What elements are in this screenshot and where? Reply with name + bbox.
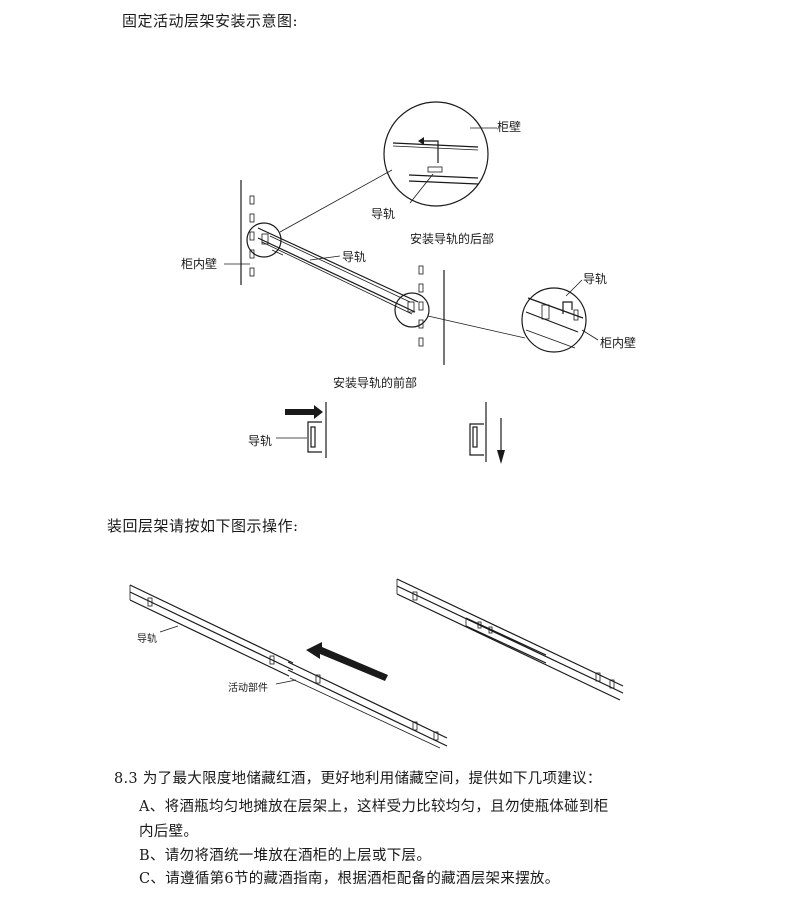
section-8-3-intro: 8.3 为了最大限度地储藏红酒，更好地利用储藏空间，提供如下几项建议： xyxy=(114,771,602,787)
label-rail-back-install: 安装导轨的后部 xyxy=(410,232,495,246)
label-inner-wall-left: 柜内壁 xyxy=(181,257,218,271)
item-b: B、请勿将酒统一堆放在酒柜的上层或下层。 xyxy=(139,848,432,864)
label-cabinet-wall-top: 柜壁 xyxy=(497,120,522,134)
label-rail-reinstall: 导轨 xyxy=(137,634,157,645)
item-c: C、请遵循第6节的藏酒指南，根据酒柜配备的藏酒层架来摆放。 xyxy=(139,871,560,887)
label-inner-wall-right: 柜内壁 xyxy=(600,336,637,350)
section-heading-reinstall: 装回层架请按如下图示操作: xyxy=(107,517,299,535)
label-rail-front-install: 安装导轨的前部 xyxy=(333,376,418,390)
label-rail-mid: 导轨 xyxy=(342,250,367,264)
label-rail-right: 导轨 xyxy=(583,272,608,286)
label-moving-part: 活动部件 xyxy=(228,683,268,694)
rail-install-diagram xyxy=(224,101,599,464)
item-a-line1: A、将酒瓶均匀地摊放在层架上，这样受力比较均匀，且勿使瓶体碰到柜 xyxy=(139,799,609,815)
label-rail-bottom: 导轨 xyxy=(248,434,273,448)
label-rail-top: 导轨 xyxy=(371,207,396,221)
item-a-line2: 内后壁。 xyxy=(139,824,199,840)
section-heading-install-diagram: 固定活动层架安装示意图: xyxy=(122,12,299,30)
shelf-reinstall-diagram xyxy=(129,578,624,749)
